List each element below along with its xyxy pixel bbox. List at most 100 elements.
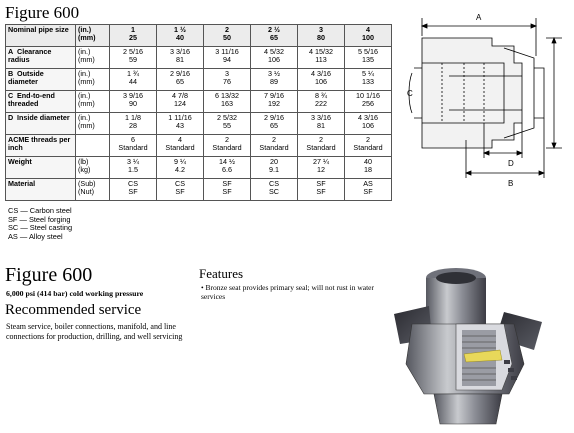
cell-line: SF: [222, 187, 232, 196]
unit-cell: (in.) (mm): [75, 90, 110, 113]
cell-line: 2: [319, 135, 323, 144]
pressure-rating: 6,000 psi (414 bar) cold working pressur…: [6, 289, 144, 298]
cell-line: 55: [223, 121, 231, 130]
cell-line: 3 11/16: [215, 47, 239, 56]
cell-line: 4 5/32: [264, 47, 284, 56]
unit-text: (in.) (mm): [78, 91, 95, 108]
legend-item: CS — Carbon steel: [8, 206, 72, 215]
unit-cell: (in.) (mm): [75, 68, 110, 91]
row-label: Clearance radius: [8, 47, 52, 64]
dim-d-label: D: [508, 159, 514, 168]
cell-line: 1 11/16: [168, 113, 192, 122]
legend-item: SC — Steel casting: [8, 223, 73, 232]
features-title: Features: [199, 266, 244, 281]
cell-line: 256: [362, 99, 374, 108]
cell-line: 2: [272, 135, 276, 144]
unit-cell: [75, 134, 110, 157]
cell-line: 2: [225, 25, 229, 34]
cell-line: 90: [129, 99, 137, 108]
row-label-cell: Material: [5, 178, 76, 201]
cell-line: 6 13/32: [215, 91, 239, 100]
feature-item: • Bronze seat provides primary seal; wil…: [201, 283, 374, 301]
cell-line: 2: [225, 135, 229, 144]
cell-line: 1 ½: [174, 25, 186, 34]
cell-line: 124: [174, 99, 186, 108]
cell-line: 4: [178, 135, 182, 144]
cell-line: 28: [129, 121, 137, 130]
unit-text: (in.) (mm): [78, 47, 95, 64]
cell-line: 3: [225, 69, 229, 78]
unit-text: (in.) (mm): [78, 113, 95, 130]
dimension-diagram: A C D B: [407, 13, 562, 188]
cell-line: 3 3/16: [311, 113, 331, 122]
cell-line: 3 ½: [268, 69, 280, 78]
cell-line: 3: [319, 25, 323, 34]
cell-line: 65: [270, 121, 278, 130]
cell-line: 14 ½: [219, 157, 235, 166]
cell-line: 1 ¾: [127, 69, 139, 78]
unit-cell: (in.) (mm): [75, 46, 110, 69]
cell-line: 18: [364, 165, 372, 174]
cell-line: 81: [317, 121, 325, 130]
cell-line: 4 3/16: [358, 113, 378, 122]
dim-b-label: B: [508, 179, 513, 188]
cell-line: 106: [315, 77, 327, 86]
cell-line: 3 9/16: [123, 91, 143, 100]
legend-item: SF — Steel forging: [8, 214, 71, 224]
cell-line: 2 5/16: [123, 47, 143, 56]
product-title: Figure 600: [5, 264, 93, 286]
cell-line: 4.2: [175, 165, 185, 174]
row-label: Inside diameter: [17, 113, 70, 122]
union-cutaway-image: [394, 268, 542, 425]
row-letter: C: [8, 91, 14, 100]
cell-line: 2 9/16: [264, 113, 284, 122]
cell-line: 2: [366, 135, 370, 144]
cell-line: 81: [176, 55, 184, 64]
cell-line: 133: [362, 77, 374, 86]
cell-line: 1: [131, 25, 135, 34]
cell-line: 7 9/16: [264, 91, 284, 100]
unit-cell: (in.) (mm): [75, 112, 110, 135]
cell-line: 3 ¼: [127, 157, 139, 166]
cell-line: 9 ¼: [174, 157, 186, 166]
cell-line: 2 9/16: [170, 69, 190, 78]
unit-text: (in.) (mm): [78, 69, 95, 86]
cell-line: 50: [223, 33, 231, 42]
row-label: Weight: [8, 157, 32, 166]
cell-line: 59: [129, 55, 137, 64]
row-label: End-to-end threaded: [8, 91, 55, 108]
cell-line: 106: [268, 55, 280, 64]
cell-line: 27 ¼: [313, 157, 329, 166]
